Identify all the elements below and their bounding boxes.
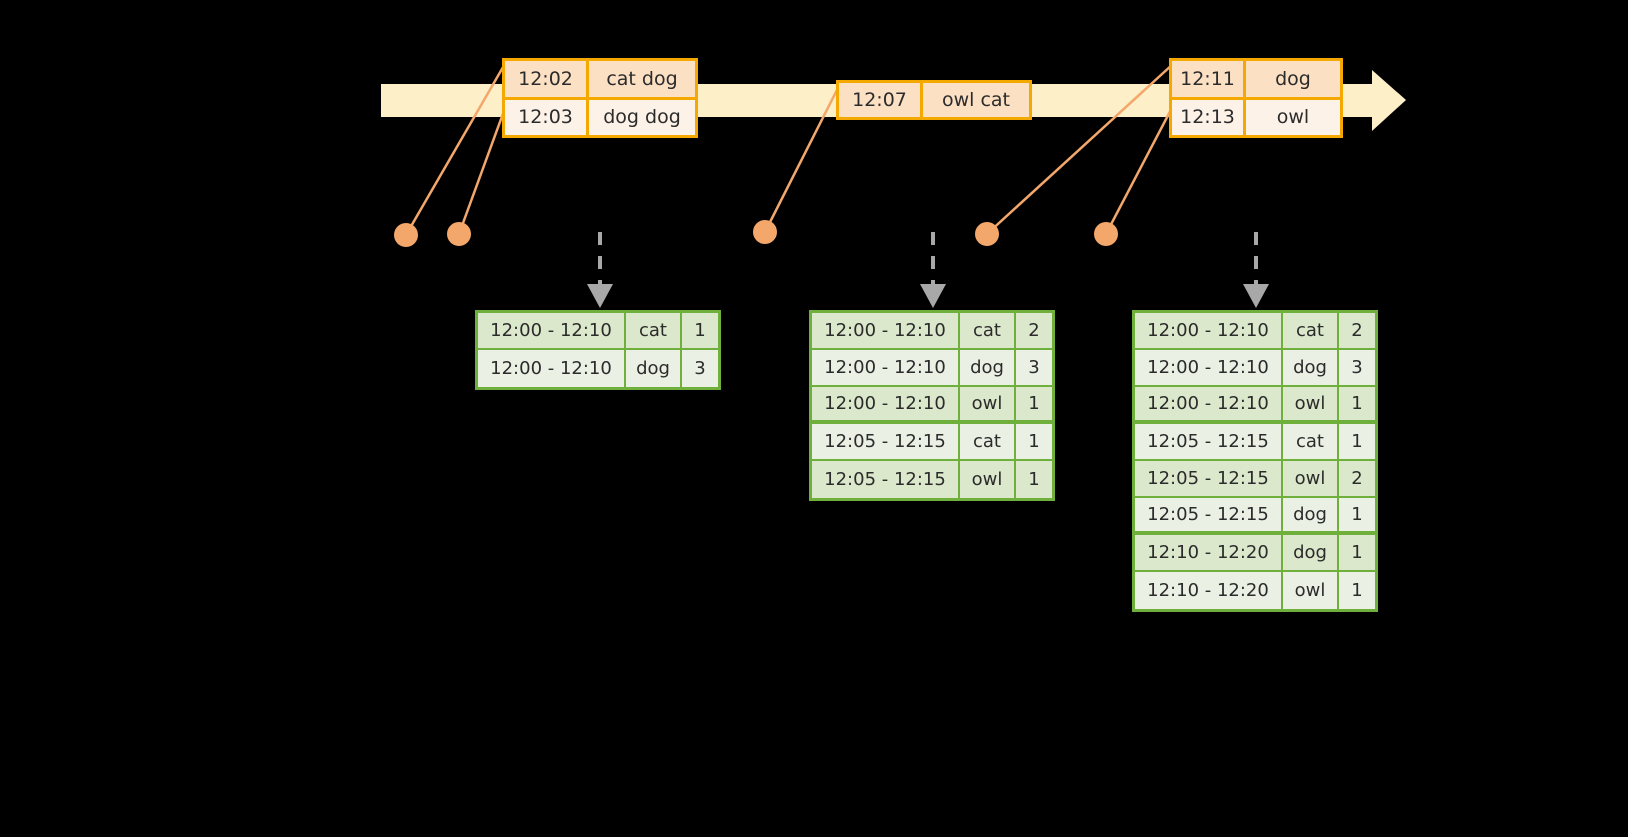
cell-word: owl xyxy=(1283,387,1339,420)
cell-window: 12:00 - 12:10 xyxy=(478,350,626,387)
cell-word: dog xyxy=(1283,535,1339,570)
cell-window: 12:10 - 12:20 xyxy=(1135,572,1283,609)
cell-word: dog xyxy=(960,350,1016,385)
cell-window: 12:00 - 12:10 xyxy=(1135,350,1283,385)
cell-word: cat xyxy=(960,313,1016,348)
cell-count: 2 xyxy=(1351,468,1363,489)
cell-count: 2 xyxy=(1351,320,1363,341)
marker-leader-line xyxy=(986,63,1174,235)
cell-window: 12:05 - 12:15 xyxy=(1135,424,1283,459)
event-timestamp: 12:02 xyxy=(505,61,589,97)
marker-leader-line xyxy=(404,61,508,236)
cell-count: 1 xyxy=(1351,580,1363,601)
cell-word: dog xyxy=(1283,498,1339,531)
cell-count: 1 xyxy=(1351,393,1363,414)
timeline-event-row: 12:07 owl cat xyxy=(839,83,1029,117)
cell-window: 12:00 - 12:10 xyxy=(812,350,960,385)
marker-leader-line xyxy=(457,99,510,235)
cell-count: 1 xyxy=(1351,542,1363,563)
event-marker-dot[interactable] xyxy=(1094,222,1118,246)
cell-window: 12:05 - 12:15 xyxy=(1135,461,1283,496)
timeline-event-row: 12:13 owl xyxy=(1172,96,1340,135)
cell-count: 3 xyxy=(1028,357,1040,378)
cell-count: 1 xyxy=(1028,469,1040,490)
flow-arrow-head xyxy=(920,284,946,308)
cell-count: 1 xyxy=(694,320,706,341)
cell-window: 12:05 - 12:15 xyxy=(812,461,960,498)
event-marker-dot[interactable] xyxy=(753,220,777,244)
event-words: dog dog xyxy=(603,106,681,129)
cell-count: 1 xyxy=(1351,431,1363,452)
cell-count: 1 xyxy=(1028,393,1040,414)
marker-leader-line xyxy=(1104,101,1177,235)
cell-word: owl xyxy=(960,387,1016,420)
cell-count: 3 xyxy=(1351,357,1363,378)
event-marker-dot[interactable] xyxy=(447,222,471,246)
cell-word: cat xyxy=(1283,313,1339,348)
cell-word: owl xyxy=(1283,461,1339,496)
timeline-event-box[interactable]: 12:02 cat dog 12:03 dog dog xyxy=(502,58,698,138)
event-marker-dot[interactable] xyxy=(975,222,999,246)
event-marker-dot[interactable] xyxy=(394,223,418,247)
event-words: dog xyxy=(1275,67,1311,90)
event-words: cat dog xyxy=(606,67,678,90)
cell-window: 12:05 - 12:15 xyxy=(1135,498,1283,531)
timeline-event-row: 12:02 cat dog xyxy=(505,61,695,97)
event-markers xyxy=(394,220,1118,247)
event-words: owl cat xyxy=(941,89,1011,111)
marker-leader-line xyxy=(763,83,842,233)
flow-arrow-head xyxy=(1243,284,1269,308)
cell-count: 3 xyxy=(694,358,706,379)
cell-count: 1 xyxy=(1351,504,1363,525)
cell-window: 12:00 - 12:10 xyxy=(812,387,960,420)
timeline-event-row: 12:11 dog xyxy=(1172,61,1340,97)
timeline-event-box[interactable]: 12:11 dog 12:13 owl xyxy=(1169,58,1343,138)
flow-arrows xyxy=(587,232,1269,308)
cell-count: 1 xyxy=(1028,431,1040,452)
cell-window: 12:05 - 12:15 xyxy=(812,424,960,459)
cell-window: 12:00 - 12:10 xyxy=(1135,313,1283,348)
cell-count: 2 xyxy=(1028,320,1040,341)
cell-window: 12:10 - 12:20 xyxy=(1135,535,1283,570)
cell-word: cat xyxy=(626,313,682,348)
cell-word: dog xyxy=(1283,350,1339,385)
cell-word: owl xyxy=(960,461,1016,498)
event-timestamp: 12:11 xyxy=(1172,61,1246,97)
event-timestamp: 12:03 xyxy=(505,99,589,135)
event-timestamp: 12:07 xyxy=(839,83,923,117)
cell-word: dog xyxy=(626,350,682,387)
cell-window: 12:00 - 12:10 xyxy=(478,313,626,348)
flow-arrow-head xyxy=(587,284,613,308)
timeline-event-box[interactable]: 12:07 owl cat xyxy=(836,80,1032,120)
cell-word: cat xyxy=(1283,424,1339,459)
timeline-arrowhead xyxy=(1372,70,1406,131)
event-timestamp: 12:13 xyxy=(1172,99,1246,135)
cell-window: 12:00 - 12:10 xyxy=(1135,387,1283,420)
cell-word: owl xyxy=(1283,572,1339,609)
timeline-event-row: 12:03 dog dog xyxy=(505,96,695,135)
cell-word: cat xyxy=(960,424,1016,459)
marker-leader-lines xyxy=(404,61,1177,236)
event-words: owl xyxy=(1276,106,1310,129)
cell-window: 12:00 - 12:10 xyxy=(812,313,960,348)
